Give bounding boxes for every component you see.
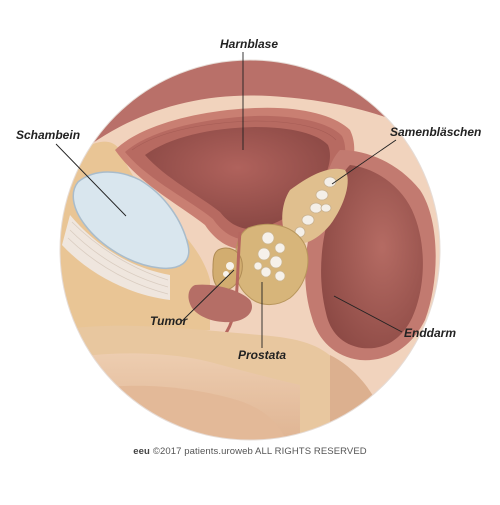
label-tumor: Tumor <box>150 314 188 328</box>
copyright-footer: eeu©2017 patients.uroweb ALL RIGHTS RESE… <box>0 446 500 457</box>
bladder-texture <box>131 120 337 151</box>
leader-tumor <box>181 269 235 322</box>
leader-schambein <box>55 143 127 217</box>
leader-lines <box>55 52 403 348</box>
abdominal-wall <box>60 60 440 165</box>
label-enddarm: Enddarm <box>404 326 457 340</box>
label-harnblase: Harnblase <box>220 37 279 51</box>
prostate-nodules <box>253 231 286 282</box>
eau-logo: eeu <box>133 446 150 457</box>
leader-enddarm <box>333 295 403 333</box>
label-samenblaeschen: Samenbläschen <box>390 125 482 139</box>
copyright-text: ©2017 patients.uroweb ALL RIGHTS RESERVE… <box>152 446 367 457</box>
leader-samenblaeschen <box>331 139 397 185</box>
sphincter-muscle <box>188 284 252 323</box>
pubic-bone <box>72 171 190 270</box>
bladder-lumen <box>145 127 330 230</box>
tumor-nodules <box>223 262 234 277</box>
frame-circle <box>59 59 441 441</box>
seminal-vesicles <box>294 176 337 238</box>
label-schambein: Schambein <box>16 128 81 142</box>
label-prostata: Prostata <box>238 348 287 362</box>
ligament-striations <box>67 221 169 295</box>
